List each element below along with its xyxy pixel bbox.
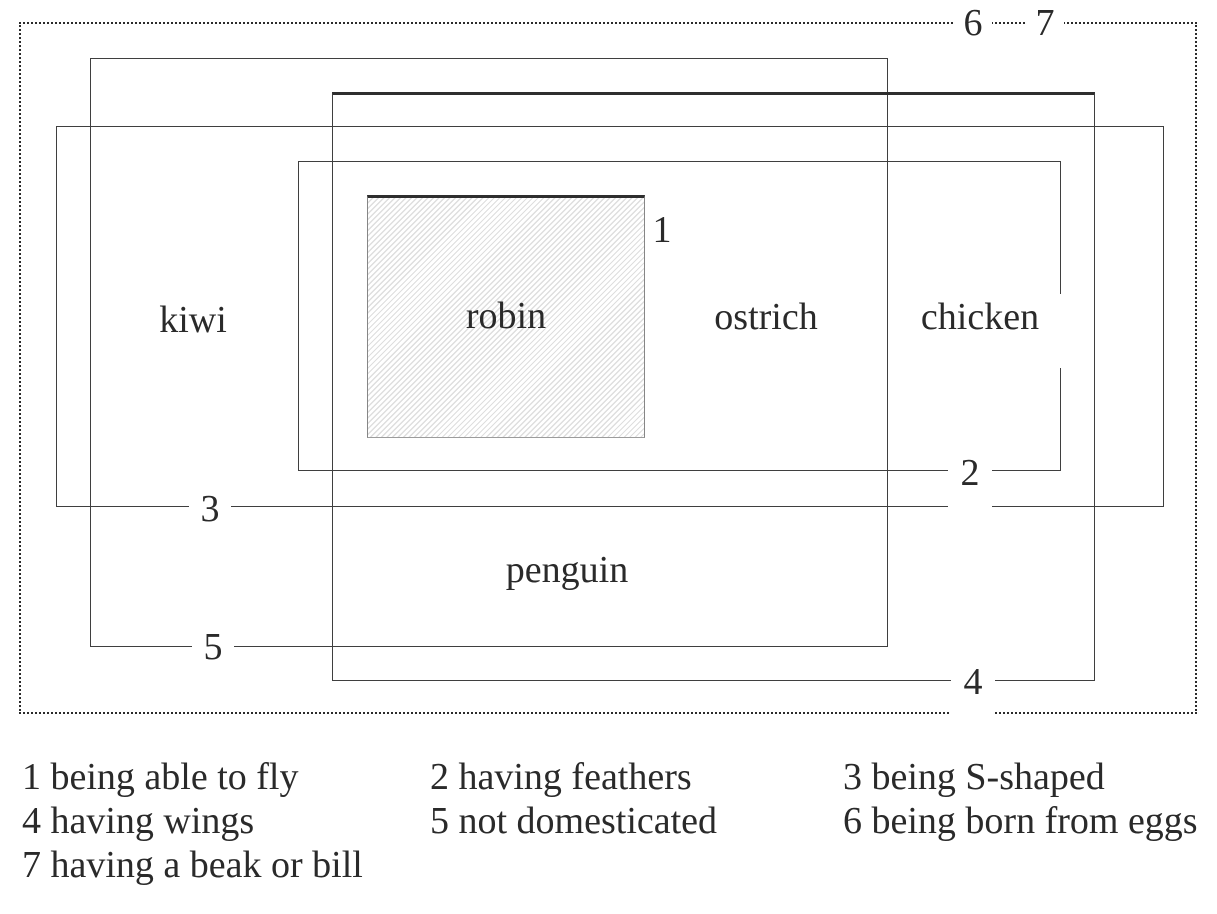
- region-label-penguin: penguin: [505, 549, 629, 591]
- legend-column-1: 1 being able to fly 4 having wings 7 hav…: [22, 755, 363, 887]
- border-gap-patch: [1053, 294, 1069, 368]
- set-rect-s-shaped: [56, 126, 1164, 507]
- set-rect-born-from-eggs-and-beak: [19, 22, 1197, 714]
- set-rect-having-wings: [332, 92, 1095, 681]
- set-number-6: 6: [954, 2, 992, 44]
- legend-item-4: 4 having wings: [22, 800, 255, 842]
- set-number-3: 3: [189, 487, 231, 531]
- legend-item-6: 6 being born from eggs: [843, 800, 1198, 842]
- region-label-ostrich: ostrich: [714, 296, 818, 338]
- legend-item-3: 3 being S-shaped: [843, 756, 1105, 798]
- set-number-1: 1: [646, 206, 678, 254]
- legend-item-2: 2 having feathers: [430, 756, 692, 798]
- set-rect-not-domesticated: [90, 58, 888, 647]
- set-number-7: 7: [1026, 2, 1064, 44]
- region-label-kiwi: kiwi: [159, 299, 227, 341]
- legend-column-2: 2 having feathers 5 not domesticated: [430, 755, 717, 843]
- set-number-5: 5: [192, 625, 234, 669]
- region-label-robin: robin: [465, 295, 547, 337]
- legend-item-1: 1 being able to fly: [22, 756, 299, 798]
- legend-item-5: 5 not domesticated: [430, 800, 718, 842]
- legend-column-3: 3 being S-shaped 6 being born from eggs: [843, 755, 1198, 843]
- set-number-2: 2: [948, 450, 992, 512]
- region-label-chicken: chicken: [920, 296, 1040, 338]
- set-rect-able-to-fly-hatched: [367, 195, 645, 438]
- set-number-4: 4: [951, 658, 995, 718]
- legend-item-7: 7 having a beak or bill: [22, 844, 363, 886]
